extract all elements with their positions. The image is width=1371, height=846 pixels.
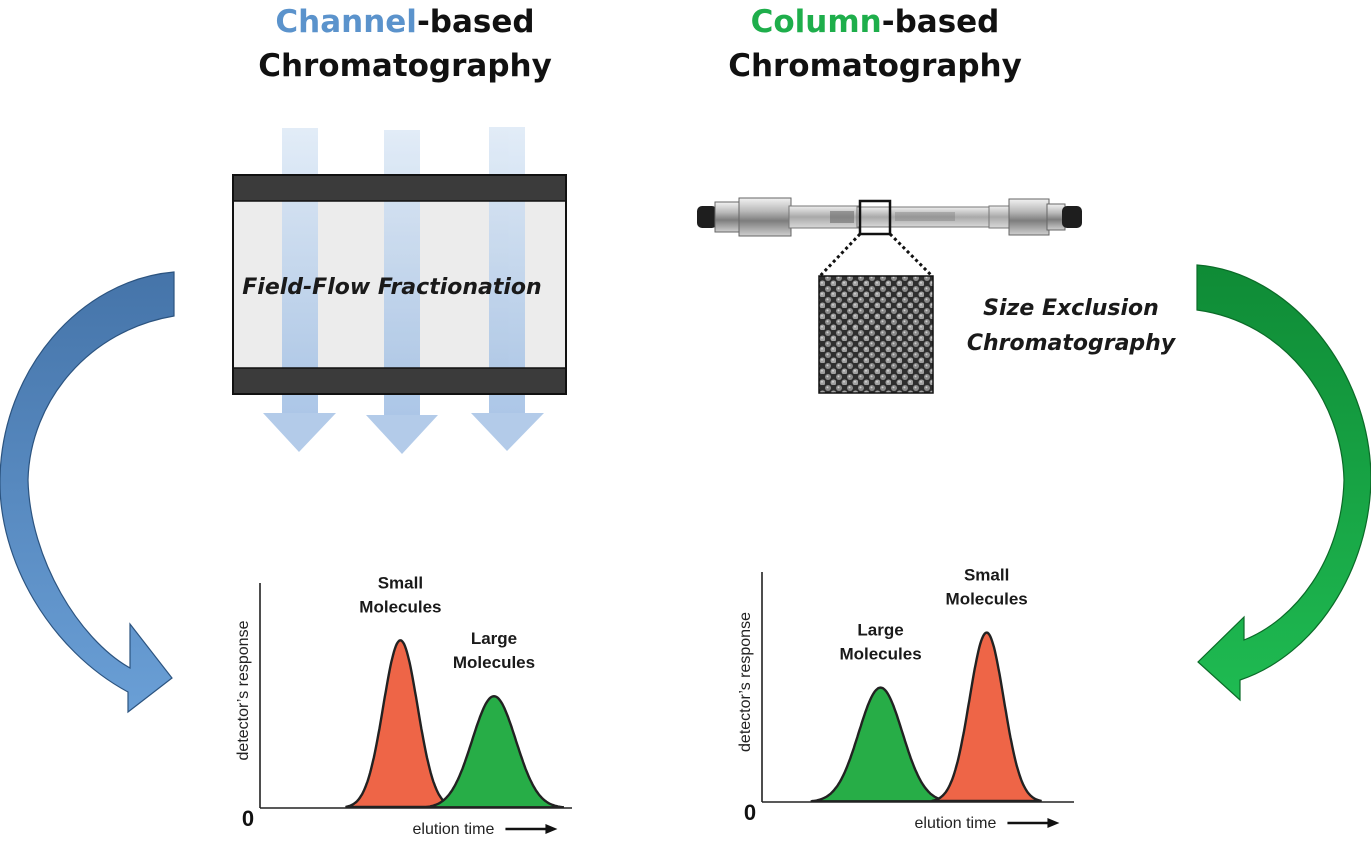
chart2-peak-label-0-0: Large <box>857 621 903 640</box>
ffff-channel <box>232 127 567 454</box>
curved-process-arrow-left-icon <box>0 271 175 714</box>
chart1-peak-label-1-0: Large <box>471 629 517 648</box>
chart2-peak-label-1-1: Molecules <box>946 590 1028 609</box>
sec-column <box>697 197 1082 394</box>
ffff-label: Field-Flow Fractionation <box>242 275 541 300</box>
right-title: Column-based Chromatography <box>710 0 1040 88</box>
porous-bead-packing-icon <box>818 275 934 394</box>
column-end-cap-right <box>1062 206 1082 228</box>
right-title-accent: Column <box>750 4 882 40</box>
right-title-rest: -based <box>881 4 1000 40</box>
right-title-line2: Chromatography <box>728 48 1022 84</box>
left-title-rest: -based <box>416 4 535 40</box>
chart1-peak-label-0-1: Molecules <box>359 597 441 616</box>
chart2-ylabel: detector’s response <box>737 612 754 752</box>
chart1-peak-label-1-1: Molecules <box>453 653 535 672</box>
chart2-peak-label-1-0: Small <box>964 566 1009 585</box>
channel-top-plate <box>232 174 567 202</box>
chart1-xlabel: elution time <box>413 821 495 838</box>
left-title-accent: Channel <box>275 4 417 40</box>
column-end-cap-left <box>697 206 717 228</box>
left-title-line2: Chromatography <box>258 48 552 84</box>
chart1-peak-1 <box>424 694 564 809</box>
chart1-peak-label-0-0: Small <box>378 573 423 592</box>
column-fitting-left <box>714 201 742 233</box>
chart1-origin-label: 0 <box>242 806 254 831</box>
chart2-xlabel-arrowhead <box>1047 818 1060 828</box>
channel-bottom-plate <box>232 367 567 395</box>
column-zoom-box <box>858 199 892 236</box>
chart1-xlabel-arrowhead <box>545 824 558 834</box>
curved-process-arrow-right-icon <box>1196 264 1371 702</box>
column-fitting-right <box>1008 198 1050 236</box>
chart2-peak-1 <box>931 631 1042 803</box>
chart2-peak-0 <box>810 686 951 803</box>
sec-label-line1: Size Exclusion <box>983 296 1159 321</box>
sec-label-line2: Chromatography <box>967 331 1177 356</box>
chart2-origin-label: 0 <box>744 800 756 825</box>
chart1-ylabel: detector’s response <box>235 620 252 760</box>
chart1-peak-0 <box>345 639 456 809</box>
chart2-xlabel: elution time <box>915 815 997 832</box>
chart2-peak-label-0-1: Molecules <box>839 645 921 664</box>
left-title: Channel-based Chromatography <box>240 0 570 88</box>
